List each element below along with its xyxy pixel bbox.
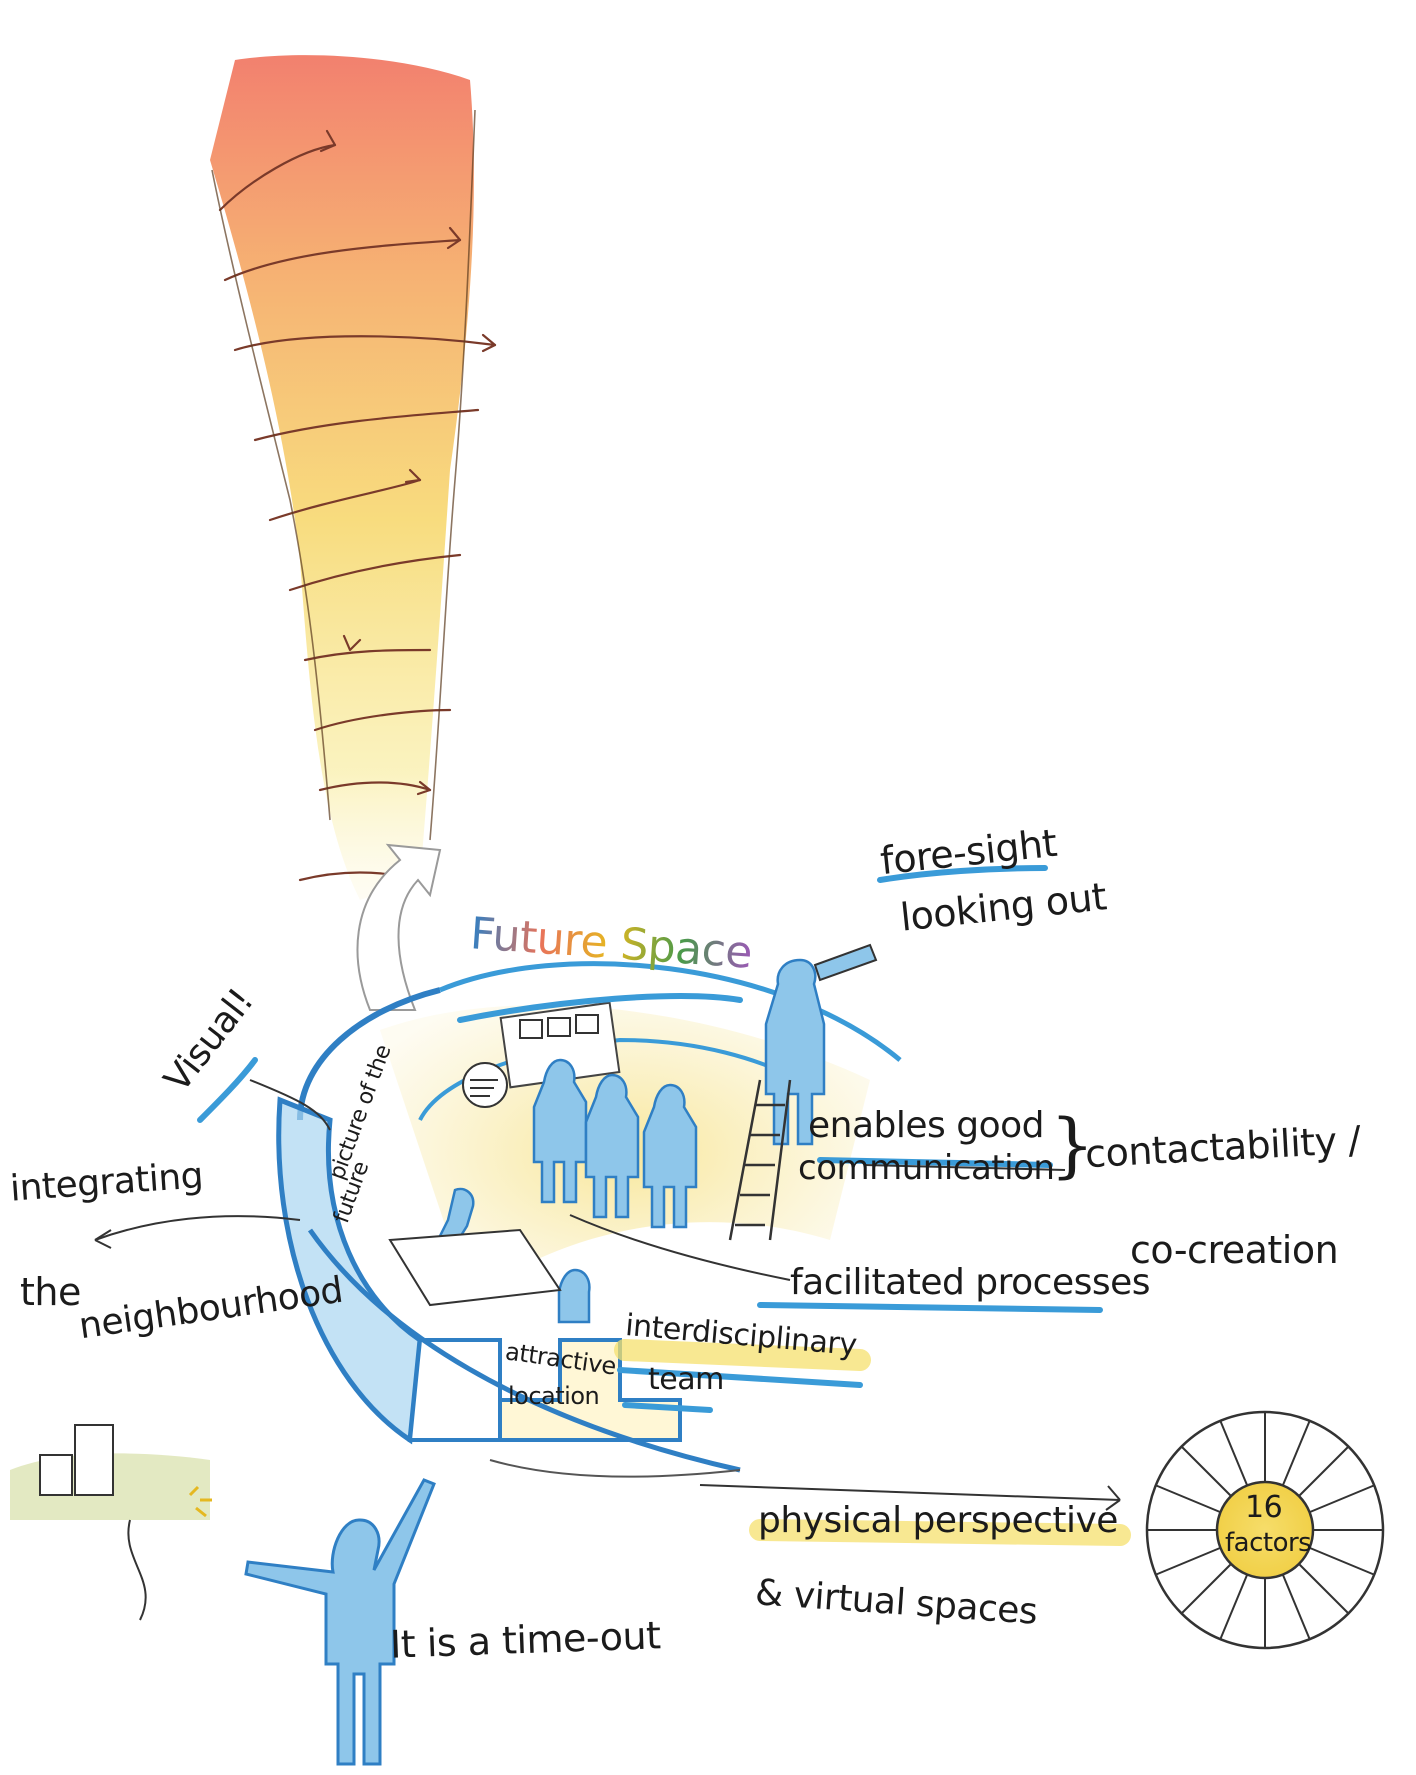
enables-label-1: enables good: [808, 1105, 1044, 1146]
integrating-label-2: the: [20, 1270, 81, 1314]
physical-perspective-label: physical perspective: [758, 1500, 1118, 1541]
factors-word: factors: [1225, 1528, 1311, 1558]
timeout-label: It is a time-out: [389, 1613, 661, 1666]
attractive-label-2: location: [508, 1382, 599, 1410]
cocreation-label: co-creation: [1130, 1228, 1338, 1272]
enables-label-2: communication: [798, 1148, 1054, 1188]
factors-number: 16: [1245, 1490, 1282, 1525]
facilitated-label: facilitated processes: [790, 1262, 1150, 1303]
town-icon: [10, 1425, 210, 1620]
spiral-arrows-icon: [210, 55, 495, 1010]
interdisciplinary-label-2: team: [648, 1362, 724, 1397]
